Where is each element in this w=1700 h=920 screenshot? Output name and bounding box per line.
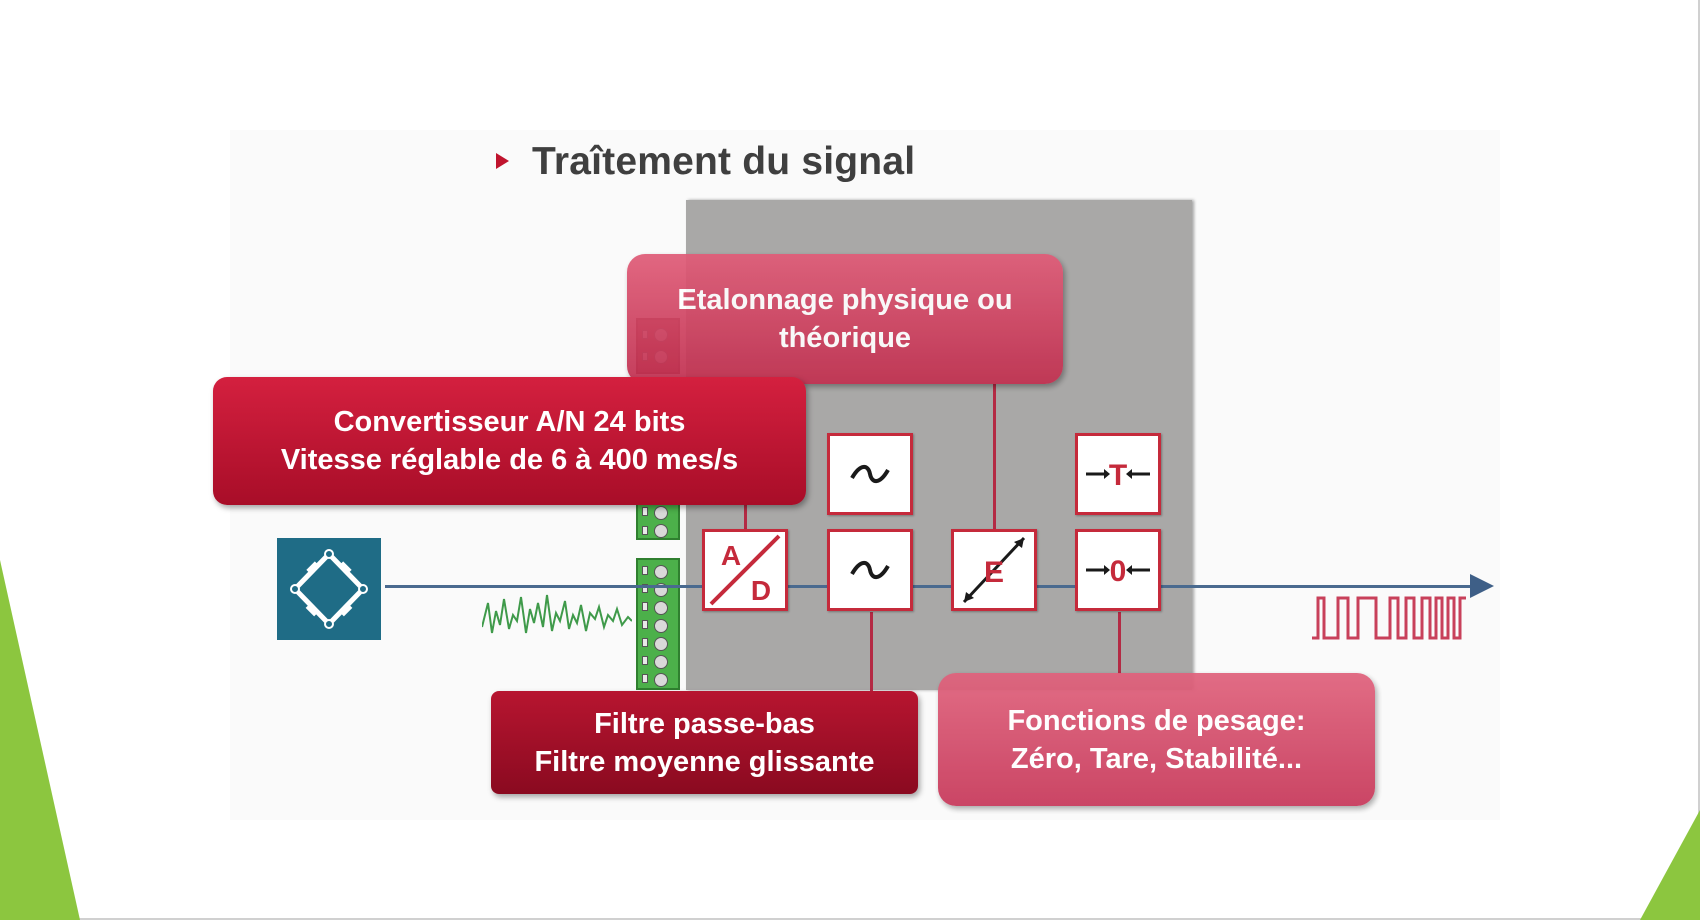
calibration-callout: Etalonnage physique ou théorique: [627, 254, 1063, 384]
svg-text:0: 0: [1110, 555, 1127, 588]
filter-wave-icon: [850, 561, 890, 579]
gain-icon: E: [962, 536, 1026, 604]
zero-icon: 0: [1086, 555, 1150, 588]
gain-block: E: [951, 529, 1037, 611]
connector-adc: [744, 503, 747, 529]
weighing-line-2: Zéro, Tare, Stabilité...: [1010, 742, 1303, 775]
bullet-arrow-icon: [496, 153, 509, 169]
signal-line: [385, 585, 1475, 588]
noisy-signal-icon: [482, 594, 632, 634]
converter-line-1: Convertisseur A/N 24 bits: [333, 406, 686, 438]
filter-block-bottom: [827, 529, 913, 611]
connector-weighing: [1118, 612, 1121, 674]
svg-text:T: T: [1109, 459, 1127, 492]
calibration-line-1: Etalonnage physique ou: [677, 284, 1013, 316]
tare-icon: T: [1086, 459, 1150, 492]
converter-line-2: Vitesse réglable de 6 à 400 mes/s: [280, 444, 739, 476]
filter-line-2: Filtre moyenne glissante: [534, 745, 875, 778]
weighing-callout: Fonctions de pesage: Zéro, Tare, Stabili…: [938, 673, 1375, 806]
slide-title: Traîtement du signal: [532, 140, 916, 183]
connector-filter: [870, 612, 873, 692]
terminal-block-upper: [636, 500, 680, 540]
filter-block-top: [827, 433, 913, 515]
svg-text:A: A: [721, 540, 741, 571]
tare-block: T: [1075, 433, 1161, 515]
svg-text:E: E: [984, 556, 1004, 589]
signal-arrow-icon: [1470, 574, 1494, 598]
ad-converter-block: A D: [702, 529, 788, 611]
ad-converter-icon: A D: [709, 534, 781, 606]
slide-title-row: Traîtement du signal: [496, 134, 916, 190]
connector-calibration: [993, 384, 996, 529]
filter-wave-icon: [850, 465, 890, 483]
calibration-line-2: théorique: [778, 322, 912, 354]
terminal-block-lower: [636, 558, 680, 690]
filter-callout: Filtre passe-bas Filtre moyenne glissant…: [491, 691, 918, 794]
filter-line-1: Filtre passe-bas: [594, 707, 815, 740]
bridge-sensor-icon: [277, 538, 381, 640]
weighing-line-1: Fonctions de pesage:: [1007, 704, 1306, 737]
svg-text:D: D: [751, 575, 771, 606]
digital-pulse-icon: [1312, 596, 1466, 640]
zero-block: 0: [1075, 529, 1161, 611]
converter-callout: Convertisseur A/N 24 bits Vitesse réglab…: [213, 377, 806, 505]
